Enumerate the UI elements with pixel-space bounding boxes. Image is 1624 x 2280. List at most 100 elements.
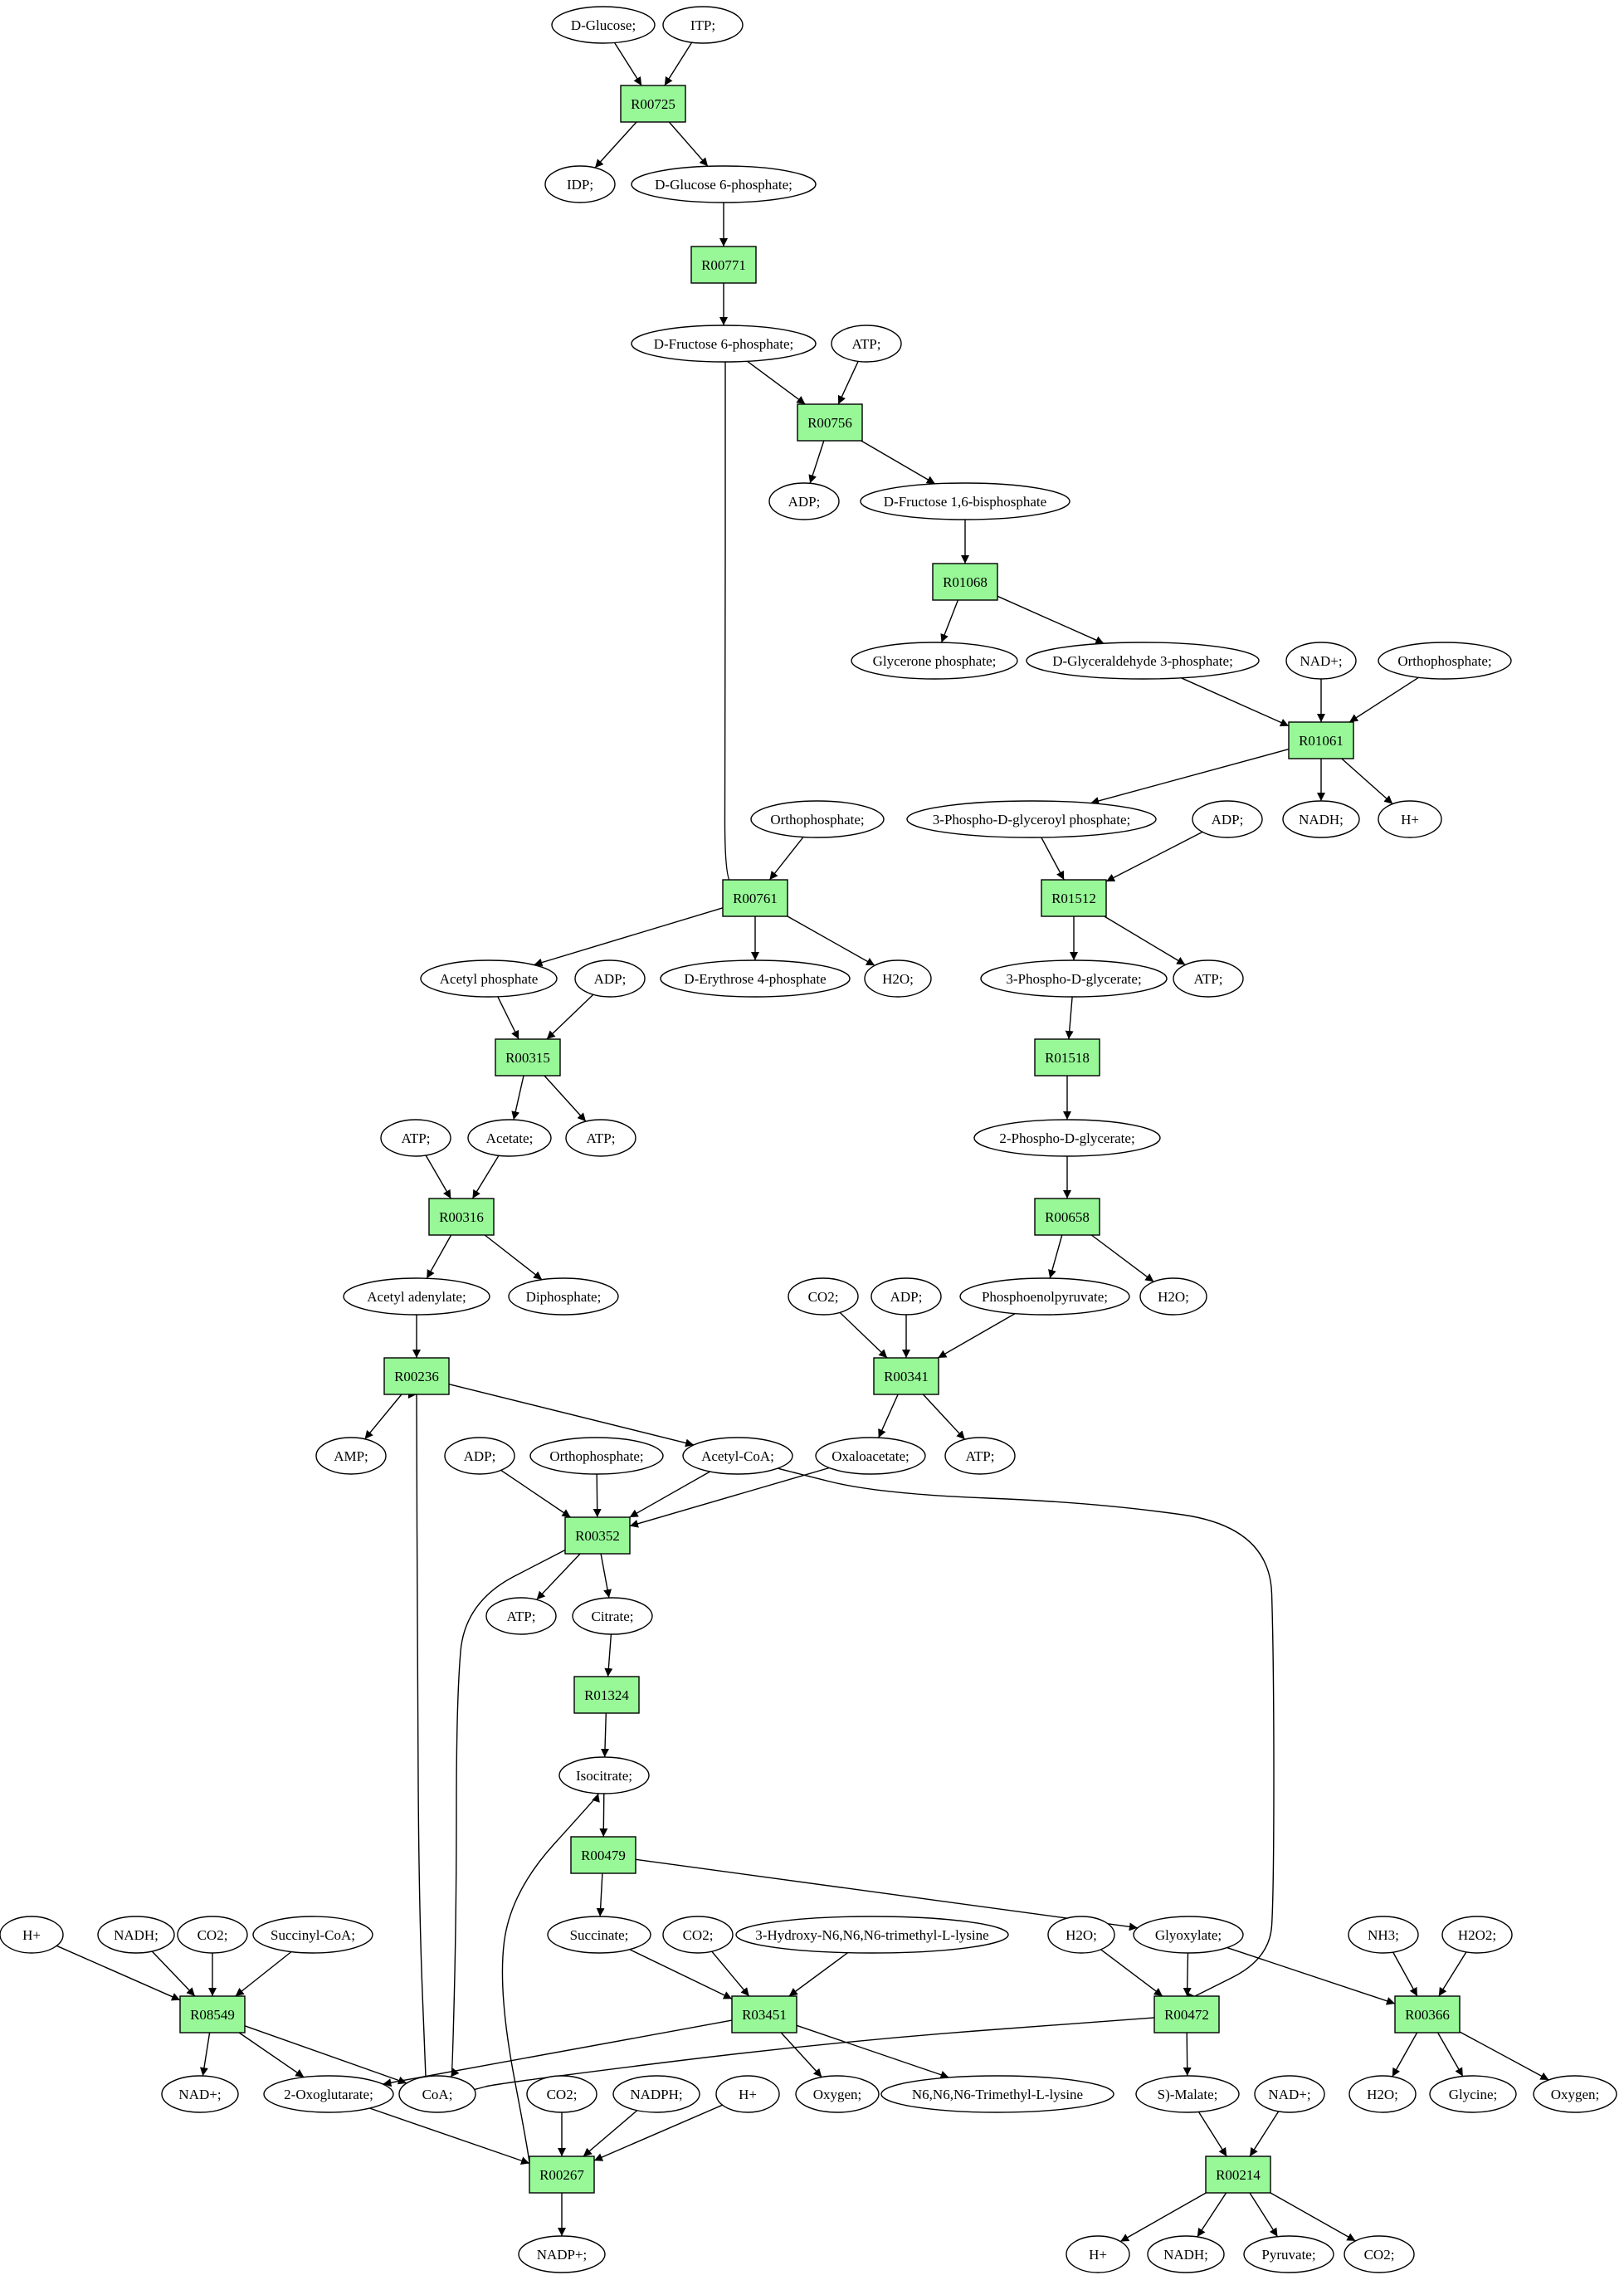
compound-node-succ[interactable]: Succinate; — [547, 1916, 651, 1954]
compound-node-co2a[interactable]: CO2; — [788, 1277, 859, 1316]
compound-node-h2o1[interactable]: H2O; — [864, 959, 932, 998]
compound-node-accoa[interactable]: Acetyl-CoA; — [682, 1437, 793, 1475]
compound-node-nadp[interactable]: NADP+; — [518, 2235, 606, 2273]
compound-node-icit[interactable]: Isocitrate; — [558, 1756, 650, 1794]
compound-node-e4p[interactable]: D-Erythrose 4-phosphate — [660, 959, 851, 998]
compound-node-atp2[interactable]: ATP; — [1173, 959, 1244, 998]
compound-node-co2e[interactable]: CO2; — [1344, 2235, 1415, 2273]
reaction-node-R00341[interactable]: R00341 — [873, 1357, 939, 1395]
compound-node-atp6[interactable]: ATP; — [485, 1597, 557, 1635]
compound-node-co2d[interactable]: CO2; — [526, 2075, 597, 2113]
compound-node-pi1[interactable]: Orthophosphate; — [1378, 642, 1512, 680]
compound-node-f6p[interactable]: D-Fructose 6-phosphate; — [631, 325, 817, 363]
reaction-node-R00267[interactable]: R00267 — [529, 2156, 595, 2194]
reaction-label: R00316 — [439, 1209, 484, 1225]
compound-node-acp[interactable]: Acetyl phosphate — [420, 959, 558, 998]
compound-node-pg3[interactable]: 3-Phospho-D-glycerate; — [980, 959, 1168, 998]
compound-node-citrate[interactable]: Citrate; — [572, 1597, 653, 1635]
reaction-node-R00315[interactable]: R00315 — [495, 1038, 561, 1077]
reaction-node-R01068[interactable]: R01068 — [932, 563, 998, 601]
compound-node-itp[interactable]: ITP; — [662, 6, 744, 44]
compound-node-adp1[interactable]: ADP; — [768, 482, 840, 520]
compound-node-adp5[interactable]: ADP; — [444, 1437, 515, 1475]
compound-node-gly[interactable]: Glycine; — [1429, 2075, 1517, 2113]
compound-node-h4[interactable]: H+ — [1066, 2235, 1130, 2273]
reaction-node-R01061[interactable]: R01061 — [1288, 721, 1354, 759]
reaction-node-R00761[interactable]: R00761 — [722, 879, 788, 917]
compound-node-pg2[interactable]: 2-Phospho-D-glycerate; — [973, 1119, 1161, 1157]
compound-node-pep[interactable]: Phosphoenolpyruvate; — [959, 1277, 1130, 1316]
reaction-node-R01512[interactable]: R01512 — [1041, 879, 1107, 917]
compound-ellipse — [795, 2075, 880, 2113]
edge-nadph-to-R00267 — [583, 2110, 638, 2157]
compound-node-adp4[interactable]: ADP; — [871, 1277, 942, 1316]
compound-node-nh3[interactable]: NH3; — [1348, 1916, 1419, 1954]
compound-node-oxygen1[interactable]: Oxygen; — [795, 2075, 880, 2113]
compound-node-nadh3[interactable]: NADH; — [1147, 2235, 1225, 2273]
compound-node-coa[interactable]: CoA; — [398, 2075, 476, 2113]
compound-node-atp3[interactable]: ATP; — [380, 1119, 451, 1157]
compound-node-co2c[interactable]: CO2; — [662, 1916, 734, 1954]
compound-node-succoa[interactable]: Succinyl-CoA; — [252, 1916, 373, 1954]
compound-node-nadh1[interactable]: NADH; — [1282, 800, 1360, 838]
compound-label: IDP; — [567, 177, 593, 193]
compound-node-pi3[interactable]: Orthophosphate; — [529, 1437, 664, 1475]
compound-node-glc[interactable]: D-Glucose; — [551, 6, 656, 44]
compound-node-nad2[interactable]: NAD+; — [161, 2075, 239, 2113]
compound-node-oxygen2[interactable]: Oxygen; — [1533, 2075, 1617, 2113]
compound-node-atp1[interactable]: ATP; — [831, 325, 902, 363]
compound-node-tml[interactable]: N6,N6,N6-Trimethyl-L-lysine — [880, 2075, 1114, 2113]
compound-node-oxo[interactable]: 2-Oxoglutarate; — [263, 2075, 394, 2113]
compound-node-h3[interactable]: H+ — [715, 2075, 780, 2113]
compound-node-idp[interactable]: IDP; — [544, 165, 616, 203]
compound-node-nad1[interactable]: NAD+; — [1285, 642, 1357, 680]
compound-node-h2o3[interactable]: H2O; — [1047, 1916, 1115, 1954]
reaction-box — [383, 1357, 450, 1395]
reaction-node-R00236[interactable]: R00236 — [383, 1357, 450, 1395]
compound-node-amp[interactable]: AMP; — [315, 1437, 387, 1475]
reaction-node-R01324[interactable]: R01324 — [573, 1676, 640, 1714]
reaction-node-R01518[interactable]: R01518 — [1034, 1038, 1100, 1077]
reaction-node-R00316[interactable]: R00316 — [428, 1198, 495, 1236]
compound-node-pi2[interactable]: Orthophosphate; — [750, 800, 885, 838]
reaction-node-R08549[interactable]: R08549 — [179, 1995, 246, 2033]
compound-node-h2o2c[interactable]: H2O2; — [1441, 1916, 1513, 1954]
compound-node-g6p[interactable]: D-Glucose 6-phosphate; — [631, 165, 817, 203]
reaction-node-R00214[interactable]: R00214 — [1205, 2156, 1271, 2194]
compound-node-dhap[interactable]: Glycerone phosphate; — [851, 642, 1018, 680]
compound-node-adp2[interactable]: ADP; — [1192, 800, 1263, 838]
reaction-node-R00352[interactable]: R00352 — [564, 1516, 631, 1555]
compound-node-pyr[interactable]: Pyruvate; — [1243, 2235, 1334, 2273]
compound-node-h2[interactable]: H+ — [0, 1916, 64, 1954]
compound-node-glyox[interactable]: Glyoxylate; — [1133, 1916, 1244, 1954]
compound-node-co2b[interactable]: CO2; — [177, 1916, 248, 1954]
compound-node-ppi[interactable]: Diphosphate; — [508, 1277, 619, 1316]
compound-node-atp5[interactable]: ATP; — [944, 1437, 1016, 1475]
compound-node-g3p[interactable]: D-Glyceraldehyde 3-phosphate; — [1026, 642, 1260, 680]
compound-node-h2o2[interactable]: H2O; — [1139, 1277, 1207, 1316]
edge-R01061-to-bpg — [1090, 748, 1290, 805]
reaction-node-R00771[interactable]: R00771 — [690, 246, 757, 284]
compound-node-acetate[interactable]: Acetate; — [467, 1119, 552, 1157]
reaction-node-R03451[interactable]: R03451 — [731, 1995, 797, 2033]
compound-node-bpg[interactable]: 3-Phospho-D-glyceroyl phosphate; — [906, 800, 1157, 838]
reaction-node-R00366[interactable]: R00366 — [1394, 1995, 1461, 2033]
compound-label: NAD+; — [1300, 653, 1342, 669]
reaction-node-R00725[interactable]: R00725 — [620, 85, 686, 123]
compound-node-malate[interactable]: S)-Malate; — [1135, 2075, 1240, 2113]
compound-node-fbp[interactable]: D-Fructose 1,6-bisphosphate — [860, 482, 1070, 520]
compound-node-acad[interactable]: Acetyl adenylate; — [343, 1277, 490, 1316]
reaction-node-R00479[interactable]: R00479 — [570, 1836, 636, 1874]
compound-node-atp4[interactable]: ATP; — [565, 1119, 636, 1157]
compound-node-hmk[interactable]: 3-Hydroxy-N6,N6,N6-trimethyl-L-lysine — [735, 1916, 1009, 1954]
reaction-node-R00756[interactable]: R00756 — [797, 403, 863, 442]
compound-node-nad3[interactable]: NAD+; — [1254, 2075, 1325, 2113]
compound-node-adp3[interactable]: ADP; — [574, 959, 646, 998]
compound-node-h2o4[interactable]: H2O; — [1348, 2075, 1417, 2113]
reaction-node-R00658[interactable]: R00658 — [1034, 1198, 1100, 1236]
compound-node-nadph[interactable]: NADPH; — [612, 2075, 700, 2113]
compound-node-h1[interactable]: H+ — [1378, 800, 1442, 838]
compound-node-nadh2[interactable]: NADH; — [97, 1916, 175, 1954]
reaction-node-R00472[interactable]: R00472 — [1153, 1995, 1220, 2033]
compound-node-oaa[interactable]: Oxaloacetate; — [815, 1437, 926, 1475]
